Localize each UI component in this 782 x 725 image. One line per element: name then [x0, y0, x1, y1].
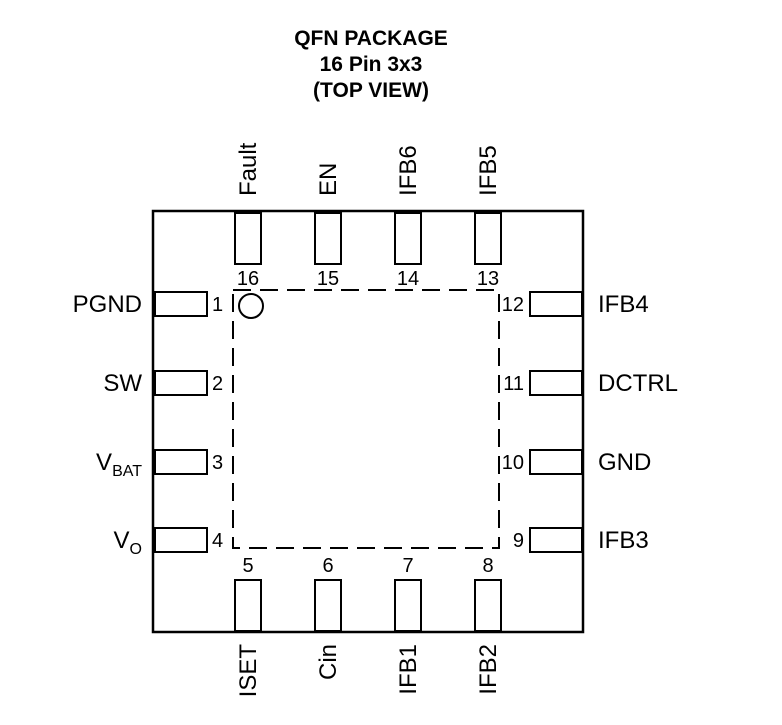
pin-9-pad	[529, 527, 583, 553]
pin-label-ifb6: IFB6	[395, 145, 422, 196]
pin-7-pad	[394, 579, 422, 632]
pin-8-number: 8	[482, 555, 493, 577]
pin1-indicator-dot	[238, 293, 264, 319]
pin-label-sw: SW	[103, 370, 142, 397]
pin-label-cin: Cin	[315, 644, 342, 680]
pins-layer: 1 PGND 2 SW 3 VBAT 4 VO 9 IFB3 10 GND 11 DCTRL 12 IFB4 5…	[73, 142, 678, 697]
pin-label-dctrl: DCTRL	[598, 370, 678, 397]
pin-2-pad	[154, 370, 208, 396]
title-line-3: (TOP VIEW)	[313, 79, 429, 102]
pin-12-number: 12	[502, 294, 524, 316]
pin-15-pad	[314, 212, 342, 265]
pin-10-pad	[529, 449, 583, 475]
pin-15-number: 15	[317, 268, 339, 290]
pin-10-number: 10	[502, 452, 524, 474]
pin-11-pad	[529, 370, 583, 396]
pin-11-number: 11	[503, 373, 524, 395]
pin-label-ifb5: IFB5	[475, 145, 502, 196]
pin-label-iset: ISET	[235, 644, 262, 698]
title-line-1: QFN PACKAGE	[294, 27, 448, 50]
pin-label-gnd: GND	[598, 449, 651, 476]
pin-4-pad	[154, 527, 208, 553]
pin-12-pad	[529, 291, 583, 317]
pin-9-number: 9	[513, 530, 524, 552]
pin-label-ifb1: IFB1	[395, 644, 422, 695]
pin-label-en: EN	[315, 163, 342, 196]
exposed-pad-outline	[232, 289, 500, 549]
pin-2-number: 2	[212, 373, 223, 395]
pin-14-number: 14	[397, 268, 419, 290]
pin-label-vbat: VBAT	[96, 449, 142, 480]
pin-3-pad	[154, 449, 208, 475]
pin-1-number: 1	[212, 294, 223, 316]
pin-3-number: 3	[212, 452, 223, 474]
title-line-2: 16 Pin 3x3	[319, 53, 423, 76]
pin-5-number: 5	[242, 555, 253, 577]
pin-5-pad	[234, 579, 262, 632]
package-body	[151, 209, 585, 634]
pin-7-number: 7	[402, 555, 413, 577]
pin-6-pad	[314, 579, 342, 632]
pin-8-pad	[474, 579, 502, 632]
pin-label-vo: VO	[114, 527, 142, 558]
pin-label-fault: Fault	[235, 142, 262, 196]
pin-4-number: 4	[212, 530, 223, 552]
pin-1-pad	[154, 291, 208, 317]
pin-label-ifb4: IFB4	[598, 291, 649, 318]
pin-label-ifb2: IFB2	[475, 644, 502, 695]
pin-13-number: 13	[477, 268, 499, 290]
pin-13-pad	[474, 212, 502, 265]
pin-14-pad	[394, 212, 422, 265]
pin-label-pgnd: PGND	[73, 291, 142, 318]
pin-16-number: 16	[237, 268, 259, 290]
pin-6-number: 6	[322, 555, 333, 577]
pin-label-ifb3: IFB3	[598, 527, 649, 554]
pin-16-pad	[234, 212, 262, 265]
